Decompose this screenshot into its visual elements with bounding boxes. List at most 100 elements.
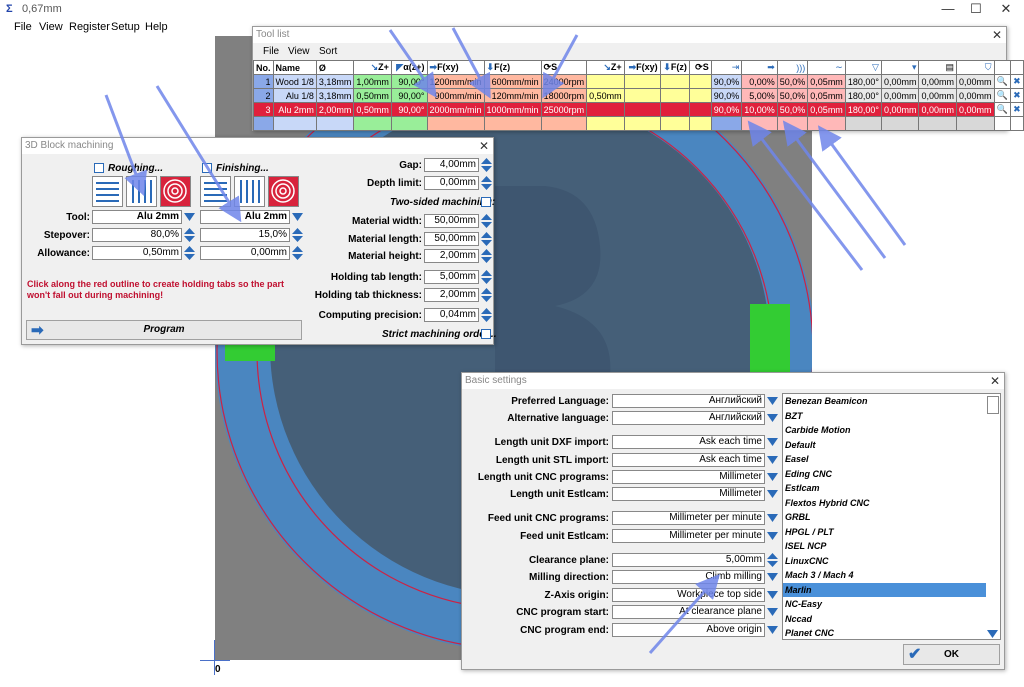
finishing-allowance-input[interactable]: 0,00mm — [200, 246, 290, 260]
stepover-spinner-icon[interactable] — [184, 228, 195, 242]
finishing-vertical-icon[interactable] — [234, 176, 265, 207]
menu-help[interactable]: Help — [145, 21, 168, 33]
finishing-checkbox[interactable] — [202, 163, 212, 173]
tool-menu-file[interactable]: File — [263, 46, 280, 57]
milling-dir-select[interactable]: Climb milling — [612, 570, 765, 584]
pref-lang-select[interactable]: Английский — [612, 394, 765, 408]
list-item[interactable]: Benezan Beamicon — [785, 396, 868, 406]
allowance-spinner-icon[interactable] — [184, 246, 195, 260]
delete-icon[interactable]: ✖ — [1009, 102, 1024, 117]
tab-length-spinner-icon[interactable] — [481, 270, 492, 284]
menu-setup[interactable]: Setup — [111, 21, 140, 33]
finishing-tool-select[interactable]: Alu 2mm — [200, 210, 290, 224]
list-item-selected[interactable]: Marlin — [783, 582, 986, 597]
material-length-input[interactable]: 50,00mm — [424, 232, 479, 246]
tool-row-2[interactable]: 2 Alu 1/8 3,18mm 0,50mm 90,00° 900mm/min… — [253, 88, 1024, 103]
list-item[interactable]: Nccad — [785, 613, 813, 624]
roughing-vertical-icon[interactable] — [126, 176, 157, 207]
magnify-icon[interactable]: 🔍 — [993, 88, 1011, 103]
scroll-down-icon[interactable] — [987, 630, 998, 638]
material-width-input[interactable]: 50,00mm — [424, 214, 479, 228]
dxf-unit-select[interactable]: Ask each time — [612, 435, 765, 449]
tool-row-empty[interactable] — [253, 116, 1024, 131]
gap-spinner-icon[interactable] — [481, 158, 492, 172]
chevron-down-icon[interactable] — [767, 472, 778, 482]
depth-limit-input[interactable]: 0,00mm — [424, 176, 479, 190]
chevron-down-icon[interactable] — [767, 625, 778, 635]
finishing-parallel-icon[interactable] — [200, 176, 231, 207]
roughing-checkbox[interactable] — [94, 163, 104, 173]
chevron-down-icon[interactable] — [767, 437, 778, 447]
list-item[interactable]: Flextos Hybrid CNC — [785, 497, 870, 508]
list-item[interactable]: LinuxCNC — [785, 555, 829, 566]
tool-row-3-selected[interactable]: 3 Alu 2mm 2,00mm 0,50mm 90,00° 2000mm/mi… — [253, 102, 1024, 117]
alt-lang-select[interactable]: Английский — [612, 411, 765, 425]
roughing-tool-select[interactable]: Alu 2mm — [92, 210, 182, 224]
delete-icon[interactable]: ✖ — [1009, 88, 1024, 103]
list-item[interactable]: Estlcam — [785, 483, 820, 493]
chevron-down-icon[interactable] — [767, 607, 778, 617]
block-close-icon[interactable]: ✕ — [478, 139, 489, 153]
controller-list[interactable]: Benezan Beamicon BZT Carbide Motion Defa… — [782, 393, 1001, 640]
finishing-stepover-input[interactable]: 15,0% — [200, 228, 290, 242]
feed-estl-select[interactable]: Millimeter per minute — [612, 529, 765, 543]
chevron-down-icon[interactable] — [767, 413, 778, 423]
roughing-parallel-icon[interactable] — [92, 176, 123, 207]
program-start-select[interactable]: At clearance plane — [612, 605, 765, 619]
clearance-input[interactable]: 5,00mm — [612, 553, 765, 567]
list-item[interactable]: Planet CNC — [785, 628, 835, 638]
close-button[interactable]: ✕ — [1000, 1, 1012, 16]
list-item[interactable]: Eding CNC — [785, 468, 832, 479]
list-scrollbar-thumb[interactable] — [987, 396, 999, 414]
delete-icon[interactable]: ✖ — [1009, 74, 1024, 89]
list-item[interactable]: HPGL / PLT — [785, 526, 834, 537]
menu-view[interactable]: View — [39, 21, 63, 33]
two-sided-checkbox[interactable] — [481, 197, 491, 207]
z-origin-select[interactable]: Workpiece top side — [612, 588, 765, 602]
depth-spinner-icon[interactable] — [481, 176, 492, 190]
height-spinner-icon[interactable] — [481, 249, 492, 263]
strict-order-checkbox[interactable] — [481, 329, 491, 339]
tool-row-1[interactable]: 1 Wood 1/8 3,18mm 1,00mm 90,00° 1200mm/m… — [253, 74, 1024, 89]
list-item[interactable]: BZT — [785, 410, 803, 421]
chevron-down-icon[interactable] — [767, 455, 778, 465]
stepover-spinner-icon[interactable] — [292, 228, 303, 242]
list-item[interactable]: ISEL NCP — [785, 541, 827, 551]
menu-register[interactable]: Register — [69, 21, 110, 33]
material-height-input[interactable]: 2,00mm — [424, 249, 479, 263]
list-item[interactable]: Carbide Motion — [785, 425, 851, 435]
magnify-icon[interactable]: 🔍 — [993, 74, 1011, 89]
chevron-down-icon[interactable] — [184, 212, 195, 222]
precision-spinner-icon[interactable] — [481, 308, 492, 322]
chevron-down-icon[interactable] — [767, 572, 778, 582]
roughing-stepover-input[interactable]: 80,0% — [92, 228, 182, 242]
chevron-down-icon[interactable] — [767, 590, 778, 600]
chevron-down-icon[interactable] — [767, 396, 778, 406]
roughing-allowance-input[interactable]: 0,50mm — [92, 246, 182, 260]
clearance-spinner-icon[interactable] — [767, 553, 778, 567]
stl-unit-select[interactable]: Ask each time — [612, 453, 765, 467]
list-item[interactable]: NC-Easy — [785, 599, 823, 609]
list-item[interactable]: GRBL — [785, 512, 811, 522]
tool-menu-sort[interactable]: Sort — [319, 46, 338, 57]
holding-tab-right[interactable] — [750, 304, 790, 374]
allowance-spinner-icon[interactable] — [292, 246, 303, 260]
list-item[interactable]: Default — [785, 439, 816, 450]
length-spinner-icon[interactable] — [481, 232, 492, 246]
chevron-down-icon[interactable] — [292, 212, 303, 222]
basic-close-icon[interactable]: ✕ — [989, 374, 1000, 388]
finishing-spiral-icon[interactable] — [268, 176, 299, 207]
list-item[interactable]: Easel — [785, 454, 809, 464]
estl-unit-select[interactable]: Millimeter — [612, 487, 765, 501]
precision-input[interactable]: 0,04mm — [424, 308, 479, 322]
gap-input[interactable]: 4,00mm — [424, 158, 479, 172]
tool-list-close-icon[interactable]: ✕ — [991, 28, 1002, 42]
chevron-down-icon[interactable] — [767, 489, 778, 499]
minimize-button[interactable]: — — [941, 1, 955, 16]
chevron-down-icon[interactable] — [767, 513, 778, 523]
width-spinner-icon[interactable] — [481, 214, 492, 228]
feed-cnc-select[interactable]: Millimeter per minute — [612, 511, 765, 525]
roughing-spiral-icon[interactable] — [160, 176, 191, 207]
tab-thickness-input[interactable]: 2,00mm — [424, 288, 479, 302]
menu-file[interactable]: File — [14, 21, 32, 33]
